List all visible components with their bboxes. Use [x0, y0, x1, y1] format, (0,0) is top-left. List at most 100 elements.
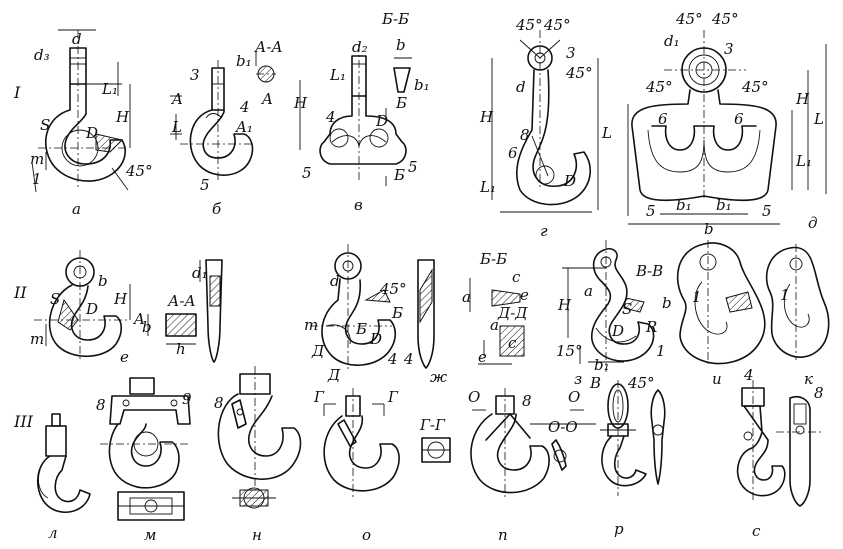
- fig-k-part-1: 1: [780, 286, 790, 304]
- fig-g-part-8: 8: [520, 126, 530, 144]
- fig-b-part-5: 5: [200, 176, 210, 194]
- fig-a-dim-m: m: [30, 150, 44, 168]
- fig-a-dim-angle: 45°: [125, 162, 153, 180]
- fig-e-dim-diameter: D: [85, 300, 98, 318]
- fig-d-dim-b1-left: b₁: [676, 196, 692, 214]
- fig-g-dim-angle-1: 45°: [515, 16, 543, 34]
- fig-b-part-4: 4: [239, 98, 250, 116]
- fig-d-part-6-left: 6: [658, 110, 668, 128]
- fig-zh-dim-m: m: [304, 316, 318, 334]
- fig-d-dim-angle-4: 45°: [741, 78, 769, 96]
- fig-zh-section-bb: Б-Б: [479, 250, 507, 268]
- figure-z-hook: H a S b R 15° b₁ D B 45° В-В 1 з: [556, 240, 672, 392]
- figure-n-hook: 8 н: [214, 366, 302, 544]
- fig-g-dim-diameter: D: [563, 172, 576, 190]
- fig-d-part-5-left: 5: [646, 202, 656, 220]
- fig-e-dim-m: m: [30, 330, 44, 348]
- fig-d-dim-d1: d₁: [664, 32, 680, 50]
- fig-g-dim-d: d: [516, 78, 526, 96]
- fig-v-part-5-right: 5: [408, 158, 418, 176]
- fig-z-dim-angle-45: 45°: [627, 374, 655, 392]
- figure-g-hook: 45° 45° 45° d H L L₁ D 3 8 6 г: [479, 16, 612, 240]
- figure-s-hook: 4 8 с: [736, 366, 824, 540]
- fig-d-letter: д: [808, 214, 818, 232]
- fig-i-part-1: 1: [692, 288, 702, 306]
- figure-o-hook: Г Г Г-Г о: [313, 388, 451, 544]
- fig-p-cut-o-2: О: [568, 388, 580, 406]
- fig-e-dim-s: S: [50, 290, 60, 308]
- figure-i-hook: 1 и: [676, 240, 766, 388]
- fig-g-part-3: 3: [566, 44, 576, 62]
- fig-v-letter: в: [354, 196, 363, 214]
- fig-b-dim-a1: A₁: [234, 118, 253, 136]
- fig-z-section: В-В: [635, 262, 663, 280]
- fig-a-dim-h: H: [115, 108, 130, 126]
- fig-m-letter: м: [144, 526, 156, 544]
- fig-b-part-3: 3: [190, 66, 200, 84]
- fig-zh-dim-c-1: c: [512, 268, 521, 286]
- fig-v-dim-d2: d₂: [352, 38, 368, 56]
- fig-p-part-8: 8: [522, 392, 532, 410]
- fig-a-letter: а: [72, 200, 81, 218]
- fig-g-dim-angle-3: 45°: [565, 64, 593, 82]
- fig-zh-dim-a-1: a: [462, 288, 471, 306]
- fig-g-dim-h: H: [479, 108, 494, 126]
- fig-zh-dim-a-2: a: [490, 316, 499, 334]
- fig-v-cut-b-top: Б: [395, 94, 407, 112]
- fig-zh-letter: ж: [430, 368, 447, 386]
- fig-z-part-1: 1: [656, 342, 666, 360]
- fig-z-dim-diameter: D: [611, 322, 624, 340]
- fig-d-dim-angle-3: 45°: [645, 78, 673, 96]
- row-label-3: III: [13, 412, 34, 431]
- fig-a-dim-d3: d₃: [34, 46, 50, 64]
- figure-m-hook: 8 9 м: [96, 377, 192, 544]
- fig-g-dim-l1: L₁: [479, 178, 496, 196]
- figure-zh-hook: d 45° Б Б D m Д Д a c a c e e 4 Б-Б Д-Д …: [304, 244, 529, 386]
- fig-s-part-4: 4: [743, 366, 754, 384]
- fig-z-dim-s: S: [622, 300, 632, 318]
- fig-g-part-6: 6: [508, 144, 518, 162]
- fig-zh-cut-d-2: Д: [327, 366, 341, 384]
- fig-s-part-8: 8: [814, 384, 824, 402]
- figure-l-hook: л: [37, 413, 91, 542]
- fig-o-cut-g-1: Г: [313, 388, 325, 406]
- fig-d-dim-angle-2: 45°: [711, 10, 739, 28]
- figure-v-hook: Б-Б d₂ b L₁ H b₁ Б D Б 4 5 5 в: [293, 10, 430, 214]
- fig-a-dim-d: d: [72, 30, 82, 48]
- fig-e-letter: е: [120, 348, 129, 366]
- row-label-1: I: [13, 83, 21, 102]
- fig-b-section: А-А: [254, 38, 283, 56]
- figure-r-hook: р: [600, 380, 666, 538]
- fig-a-dim-diameter: D: [85, 124, 98, 142]
- figure-a-hook: d₃ d L₁ H m S D 45° 1 а: [30, 29, 153, 218]
- fig-b-dim-a-top: A: [170, 90, 183, 108]
- fig-b-letter: б: [212, 200, 222, 218]
- figure-d-double-hook: 45° 45° d₁ 45° 45° H L L₁ b₁ b₁ b 3 6 6 …: [627, 10, 827, 238]
- fig-n-part-8: 8: [214, 394, 224, 412]
- fig-n-letter: н: [252, 526, 262, 544]
- figure-p-hook: О О О-О 8 п: [468, 388, 596, 544]
- fig-z-dim-b1: b₁: [594, 356, 610, 374]
- fig-zh-dim-c-2: c: [508, 334, 517, 352]
- fig-a-dim-l1: L₁: [101, 80, 118, 98]
- fig-e-section: А-А: [167, 292, 196, 310]
- fig-d-part-3: 3: [724, 40, 734, 58]
- fig-zh-dim-e-2: e: [478, 348, 487, 366]
- fig-a-part-1: 1: [32, 170, 42, 188]
- fig-zh-cut-d-1: Д: [311, 342, 325, 360]
- fig-zh-part-4: 4: [403, 350, 414, 368]
- fig-d-dim-l: L: [813, 110, 824, 128]
- fig-d-dim-b: b: [704, 220, 714, 238]
- fig-i-letter: и: [712, 370, 722, 388]
- fig-zh-dim-d: d: [330, 272, 340, 290]
- fig-m-part-8: 8: [96, 396, 106, 414]
- fig-e-dim-a: A: [132, 310, 145, 328]
- fig-k-letter: к: [804, 370, 813, 388]
- fig-zh-cut-b-1: Б: [391, 304, 403, 322]
- fig-zh-dim-e-1: e: [520, 286, 529, 304]
- fig-v-dim-l1: L₁: [329, 66, 346, 84]
- fig-z-dim-angle: 15°: [556, 342, 583, 360]
- fig-e-dim-h: H: [113, 290, 128, 308]
- fig-g-dim-angle-2: 45°: [543, 16, 571, 34]
